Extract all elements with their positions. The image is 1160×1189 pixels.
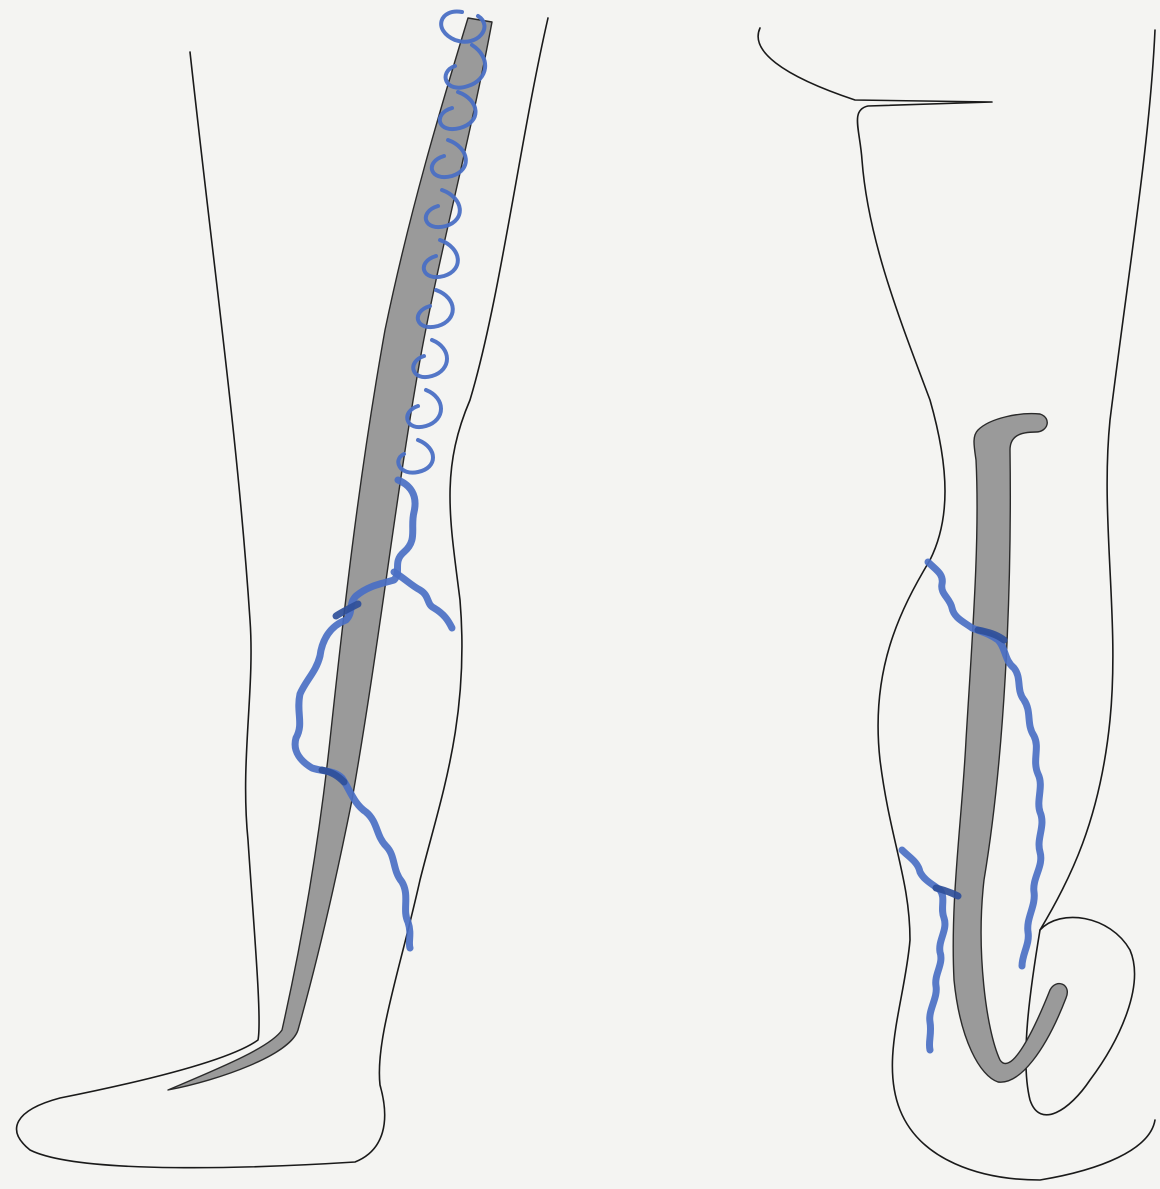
- right-leg-outline-front: [1040, 30, 1155, 930]
- right-panel-posterior-leg: [758, 28, 1155, 1180]
- right-bone-tibia: [953, 414, 1067, 1083]
- left-panel-lateral-leg: [17, 12, 548, 1168]
- left-vein-branch-right: [394, 572, 452, 628]
- left-leg-outline-back: [17, 18, 548, 1168]
- right-leg-outline: [758, 28, 1155, 1180]
